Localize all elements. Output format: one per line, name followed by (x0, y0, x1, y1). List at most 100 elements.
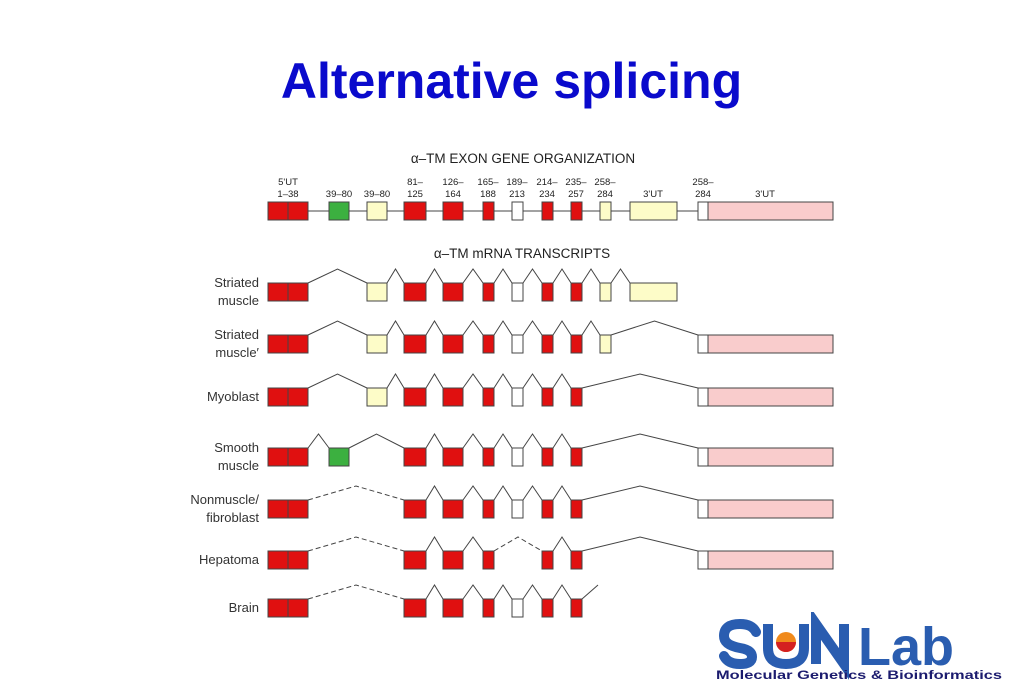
splice-junction (425, 536, 444, 552)
exon-e9 (570, 201, 583, 221)
exon-e8 (541, 387, 554, 407)
exon-e2 (328, 201, 350, 221)
splice-junction (462, 268, 484, 284)
splice-junction (522, 433, 543, 449)
exon-e5 (442, 598, 464, 618)
exon-e7 (511, 499, 524, 519)
splice-junction (493, 536, 543, 552)
transcript-label: Striated (214, 275, 259, 290)
exon-e4 (403, 499, 427, 519)
exon-e5 (442, 334, 464, 354)
splice-junction (462, 485, 484, 501)
splice-junction (581, 433, 699, 449)
exon-e8 (541, 334, 554, 354)
transcript-row: Brain (229, 584, 599, 618)
logo-wordmark-lab: Lab (858, 617, 954, 677)
exon-e9 (570, 447, 583, 467)
exon-e4 (403, 447, 427, 467)
splice-junction (462, 536, 484, 552)
transcript-label: Striated (214, 327, 259, 342)
transcript-row: Striated muscle′ (214, 320, 834, 360)
exon-e6 (482, 598, 495, 618)
splice-junction (581, 268, 601, 284)
exon-e13 (707, 447, 834, 467)
exon-label: 126– (442, 177, 464, 188)
exon-e12 (697, 201, 709, 221)
exon-e13 (707, 334, 834, 354)
transcript-label: Brain (229, 600, 259, 615)
exon-e13 (707, 499, 834, 519)
exon-e6 (482, 334, 495, 354)
splice-junction (552, 433, 572, 449)
exon-e9 (570, 499, 583, 519)
exon-e11 (629, 282, 678, 302)
exon-e9 (570, 282, 583, 302)
exon-e13 (707, 550, 834, 570)
exon-label: 81– (407, 177, 424, 188)
splice-junction (462, 320, 484, 336)
splice-junction (552, 320, 572, 336)
exon-e7 (511, 598, 524, 618)
splice-junction (522, 268, 543, 284)
exon-e4 (403, 201, 427, 221)
exon-e7 (511, 447, 524, 467)
exon-label: 214– (536, 177, 558, 188)
sunlab-logo: Lab Molecular Genetics & Bioinformatics (716, 612, 1002, 682)
exon-label: 188 (480, 189, 496, 200)
splice-junction (493, 268, 513, 284)
exon-e8 (541, 550, 554, 570)
logo-wordmark: Lab (718, 612, 954, 680)
exon-e4 (403, 282, 427, 302)
exon-label: 258– (692, 177, 714, 188)
exon-e3 (366, 282, 388, 302)
splice-junction (348, 433, 405, 449)
exon-e9 (570, 334, 583, 354)
splice-junction (307, 433, 330, 449)
exon-e12 (697, 550, 709, 570)
gene-exon-row (267, 201, 834, 221)
exon-e9 (570, 550, 583, 570)
splice-junction (493, 584, 513, 600)
exon-e5 (442, 499, 464, 519)
transcript-label: muscle (218, 458, 259, 473)
splice-junction (552, 373, 572, 389)
exon-e2 (328, 447, 350, 467)
exon-e8 (541, 499, 554, 519)
splice-junction (307, 536, 405, 552)
exon-e10 (599, 282, 612, 302)
splice-junction (386, 268, 405, 284)
splice-junction (425, 584, 444, 600)
transcript-label: Myoblast (207, 389, 259, 404)
splice-junction (522, 320, 543, 336)
transcript-row: Nonmuscle/fibroblast (190, 485, 834, 525)
exon-e3 (366, 387, 388, 407)
exon-label: 213 (509, 189, 525, 200)
splice-junction (307, 373, 368, 389)
splice-junction (581, 320, 601, 336)
exon-e3 (366, 201, 388, 221)
exon-e6 (482, 282, 495, 302)
splice-junction (522, 485, 543, 501)
transcript-row: Hepatoma (199, 536, 834, 570)
logo-tagline: Molecular Genetics & Bioinformatics (716, 668, 1002, 682)
transcript-rows: StriatedmuscleStriatedmuscle′MyoblastSmo… (190, 268, 834, 618)
splice-junction (462, 373, 484, 389)
splice-junction (552, 485, 572, 501)
exon-e12 (697, 499, 709, 519)
exon-e8 (541, 201, 554, 221)
exon-e8 (541, 598, 554, 618)
exon-e5 (442, 447, 464, 467)
splice-junction (307, 268, 368, 284)
exon-label: 189– (506, 177, 528, 188)
exon-label: 284 (695, 189, 711, 200)
splice-junction (552, 268, 572, 284)
splice-junction (425, 320, 444, 336)
exon-e7 (511, 201, 524, 221)
exon-e12 (697, 387, 709, 407)
transcript-label: muscle′ (215, 345, 259, 360)
exon-label: 257 (568, 189, 584, 200)
splice-junction (522, 373, 543, 389)
